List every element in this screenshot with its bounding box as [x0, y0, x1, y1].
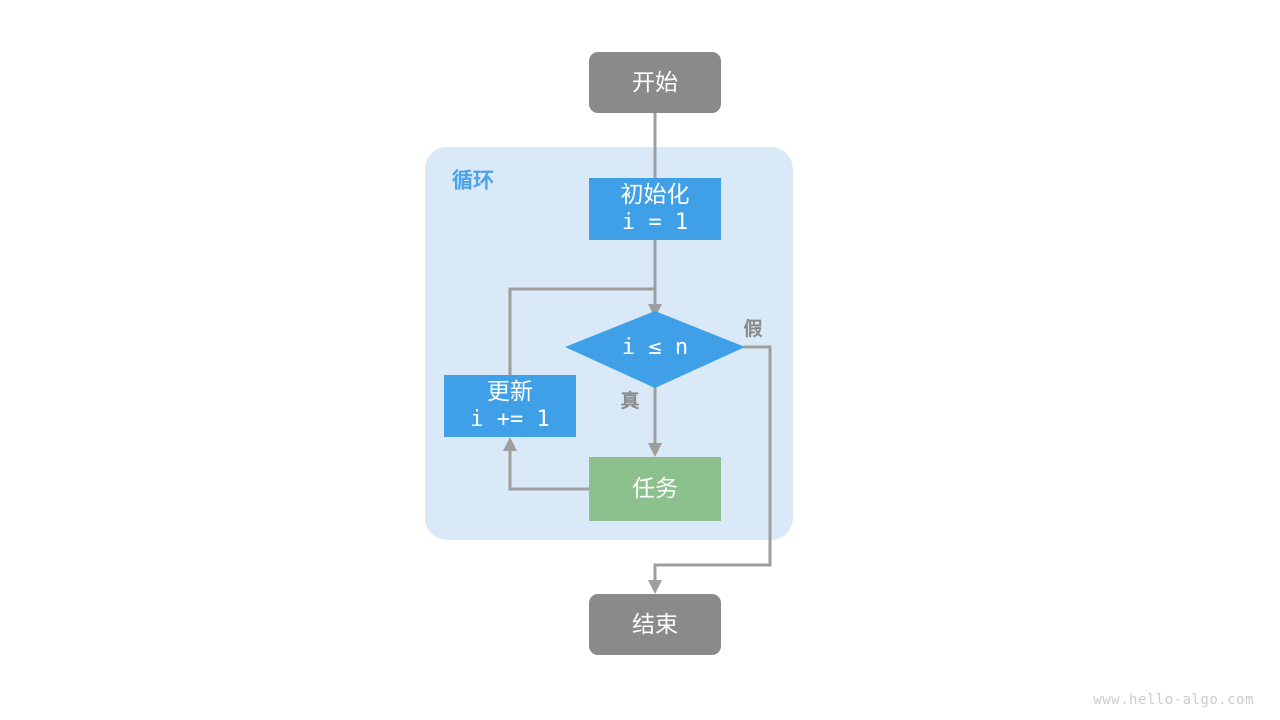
node-start-label: 开始	[632, 69, 678, 95]
watermark: www.hello-algo.com	[1093, 692, 1254, 708]
node-start[interactable]: 开始	[589, 52, 721, 113]
arrowhead-false-to-end	[648, 580, 662, 594]
node-task-label: 任务	[632, 475, 678, 501]
edge-condition-false-to-end	[653, 345, 772, 587]
node-end[interactable]: 结束	[589, 594, 721, 655]
node-update-shape	[444, 375, 576, 437]
edge-label-true: 真	[620, 389, 639, 412]
loop-group-label: 循环	[452, 169, 494, 193]
edge-task-to-update	[508, 444, 591, 491]
node-end-label: 结束	[632, 611, 678, 637]
node-condition-shape	[565, 311, 745, 388]
node-task-shape	[589, 457, 721, 521]
node-init-shape	[589, 178, 721, 240]
edge-label-false: 假	[743, 317, 762, 340]
arrowhead-condition-to-task	[648, 443, 662, 457]
edge-update-to-condition	[508, 287, 657, 377]
node-start-shape	[589, 52, 721, 113]
node-end-shape	[589, 594, 721, 655]
arrowhead-task-to-update	[503, 437, 517, 451]
node-condition-label: i ≤ n	[622, 335, 688, 360]
node-condition[interactable]: i ≤ n	[565, 311, 745, 388]
node-init[interactable]: 初始化 i = 1	[589, 178, 721, 240]
node-task[interactable]: 任务	[589, 457, 721, 521]
node-init-code: i = 1	[622, 210, 688, 235]
node-init-label: 初始化	[621, 181, 690, 207]
node-update-code: i += 1	[470, 407, 549, 432]
node-update-label: 更新	[487, 378, 533, 404]
node-update[interactable]: 更新 i += 1	[444, 375, 576, 437]
